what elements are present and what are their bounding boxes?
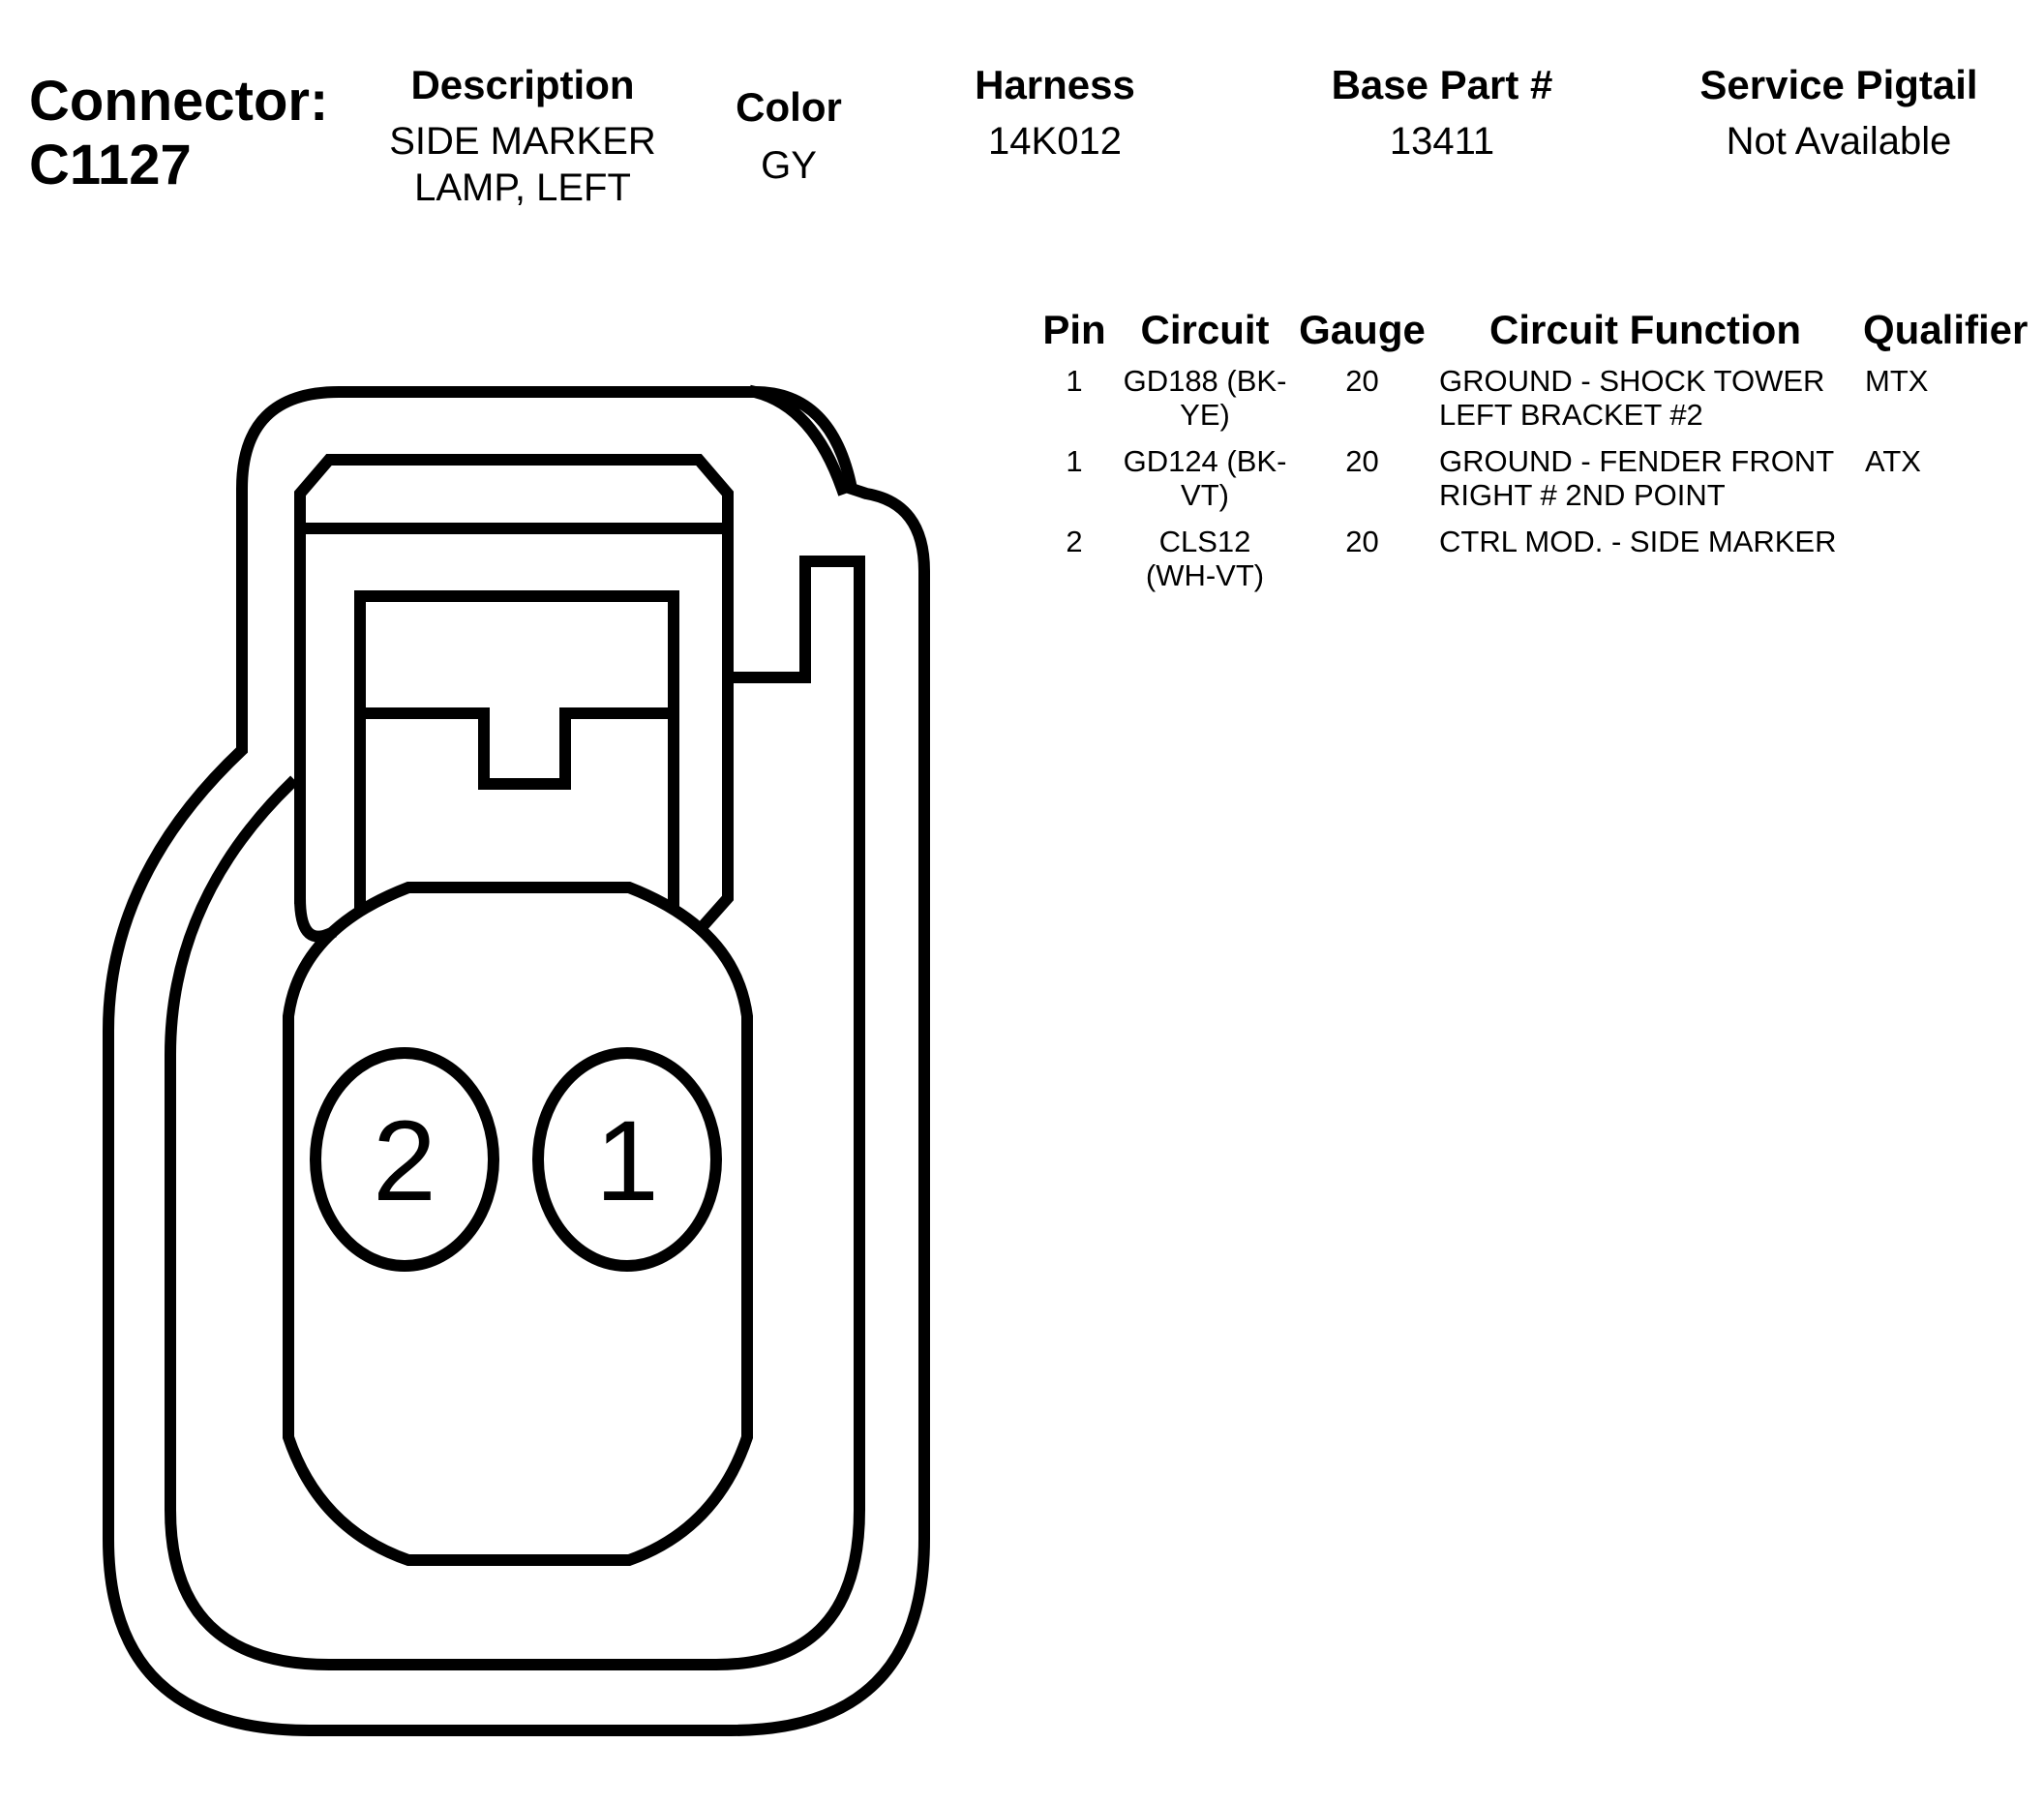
latch-window	[354, 590, 679, 911]
function-cell: GROUND - FENDER FRONT RIGHT # 2ND POINT	[1439, 444, 1835, 512]
base-part-title: Base Part #	[1331, 62, 1553, 107]
latch-notch	[354, 707, 679, 790]
function-cell: CTRL MOD. - SIDE MARKER	[1439, 525, 1837, 558]
description-title: Description	[410, 62, 635, 107]
circuit-cell: GD124 (BK- VT)	[1123, 444, 1287, 512]
gauge-column-header: Gauge	[1299, 307, 1426, 352]
connector-title: Connector: C1127	[29, 70, 328, 197]
pin-cavity-label: 1	[595, 1097, 659, 1225]
connector-id: C1127	[29, 134, 192, 196]
gauge-cell: 20	[1345, 525, 1379, 558]
pin-cavity-1: 1	[532, 1047, 722, 1272]
circuit-function-column-header: Circuit Function	[1489, 307, 1801, 352]
pin-cell: 1	[1066, 444, 1083, 478]
harness-title: Harness	[975, 62, 1135, 107]
pin-cavity-2: 2	[310, 1047, 499, 1272]
qualifier-cell: ATX	[1865, 444, 1921, 478]
pin-cell: 2	[1066, 525, 1083, 558]
harness-value: 14K012	[988, 120, 1122, 163]
function-cell: GROUND - SHOCK TOWER LEFT BRACKET #2	[1439, 364, 1825, 432]
base-part-value: 13411	[1389, 120, 1495, 163]
circuit-cell: CLS12 (WH-VT)	[1145, 525, 1265, 592]
description-value: SIDE MARKER LAMP, LEFT	[389, 120, 656, 209]
service-pigtail-title: Service Pigtail	[1699, 62, 1978, 107]
pin-cavity-label: 2	[373, 1097, 436, 1225]
qualifier-column-header: Qualifier	[1863, 307, 2029, 352]
qualifier-cell: MTX	[1865, 364, 1929, 398]
pin-cell: 1	[1066, 364, 1083, 398]
housing-shell-line	[747, 384, 850, 496]
pin-cavity-circle	[310, 1047, 499, 1272]
circuit-cell: GD188 (BK- YE)	[1123, 364, 1287, 432]
color-title: Color	[736, 84, 842, 130]
pin-cavity-circle	[532, 1047, 722, 1272]
housing-inner-outline	[165, 556, 865, 1670]
terminal-insert-outline	[283, 882, 753, 1566]
connector-label: Connector:	[29, 70, 329, 133]
gauge-cell: 20	[1345, 364, 1379, 398]
gauge-cell: 20	[1345, 444, 1379, 478]
pin-column-header: Pin	[1042, 307, 1106, 352]
circuit-column-header: Circuit	[1140, 307, 1270, 352]
color-value: GY	[761, 144, 817, 187]
service-pigtail-value: Not Available	[1726, 120, 1952, 163]
